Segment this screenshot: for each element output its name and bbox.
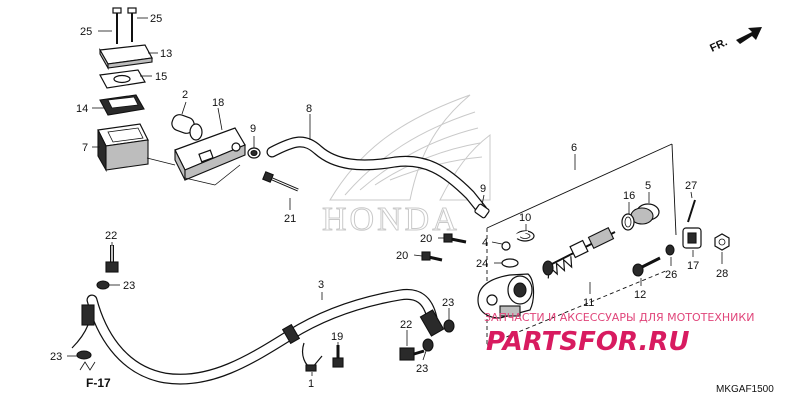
callout-26: 26	[665, 269, 677, 281]
joint-2	[171, 114, 203, 141]
nut-28	[714, 233, 730, 251]
o-ring-24	[501, 258, 519, 268]
callout-22-left: 22	[105, 230, 117, 242]
callout-7: 7	[82, 142, 88, 154]
bolt-22-right	[399, 347, 425, 361]
callout-8: 8	[306, 103, 312, 115]
reservoir-hose-8	[266, 136, 488, 216]
callout-5: 5	[645, 180, 651, 192]
callout-1: 1	[308, 378, 314, 390]
bracket-18	[174, 127, 246, 181]
snap-ring-16	[621, 213, 635, 231]
callout-20-lower: 20	[396, 250, 408, 262]
callout-23-upper-right: 23	[442, 297, 454, 309]
callout-24: 24	[476, 258, 488, 270]
cotter-pin-27	[687, 199, 696, 223]
bolt-20-lower	[421, 251, 443, 262]
callout-19: 19	[331, 331, 343, 343]
callout-9-lower: 9	[480, 183, 486, 195]
callout-6: 6	[571, 142, 577, 154]
callout-12: 12	[634, 289, 646, 301]
master-cylinder-body	[477, 273, 535, 319]
figure-reference-f17: F-17	[79, 361, 111, 390]
callout-labels: 25 25 13 15 14 2 18 7 9 8 21 9 6 5 16 10…	[50, 13, 728, 390]
honda-brand-text: HONDA	[322, 201, 460, 238]
bolt-12	[632, 256, 661, 277]
hose-clamp-1	[301, 342, 323, 372]
washer-23-lower-right	[422, 338, 434, 352]
bolt-19	[332, 345, 344, 368]
hose-clip-9-lower	[474, 203, 490, 219]
callout-11: 11	[583, 297, 594, 309]
leader-lines	[67, 17, 723, 376]
figure-reference-label: F-17	[86, 376, 111, 390]
piston-boot-5	[630, 203, 660, 225]
callout-14: 14	[76, 103, 88, 115]
callout-21: 21	[284, 213, 296, 225]
callout-23-lower-right: 23	[416, 363, 428, 375]
reservoir-cap-13	[99, 44, 153, 71]
diaphragm-plate-15	[99, 69, 146, 89]
callout-23-lower-left: 23	[50, 351, 62, 363]
callout-13: 13	[160, 48, 172, 60]
washer-23-upper-left	[96, 280, 110, 290]
front-direction-label: FR.	[708, 36, 729, 54]
hose-connector-4	[501, 231, 529, 251]
callout-25-left: 25	[80, 26, 92, 38]
washer-23-lower-left	[76, 350, 92, 360]
seller-watermark: ЗАПЧАСТИ И АКСЕССУАРЫ ДЛЯ МОТОТЕХНИКИ PA…	[484, 311, 754, 357]
callout-2: 2	[182, 89, 188, 101]
callout-27: 27	[685, 180, 697, 192]
bolt-22-left	[105, 245, 119, 273]
clevis-17	[682, 227, 702, 249]
screw-25-right	[127, 7, 137, 42]
washer-23-upper-right	[443, 319, 455, 333]
honda-wing-watermark: HONDA	[322, 94, 491, 239]
callout-28: 28	[716, 268, 728, 280]
seller-logo: PARTSFOR.RU	[486, 327, 689, 357]
diaphragm-14	[99, 94, 145, 116]
brake-hose-3	[71, 288, 445, 385]
callout-18: 18	[212, 97, 224, 109]
callout-16: 16	[623, 190, 635, 202]
callout-10: 10	[519, 212, 531, 224]
front-direction-arrow: FR.	[708, 27, 762, 55]
callout-15: 15	[155, 71, 167, 83]
callout-25-right: 25	[150, 13, 162, 25]
hose-clip-9-upper	[247, 147, 261, 159]
screw-25-left	[112, 7, 122, 44]
piston-set-11	[542, 227, 616, 279]
diagram-reference-code: MKGAF1500	[716, 384, 774, 395]
callout-9-upper: 9	[250, 123, 256, 135]
callout-22-right: 22	[400, 319, 412, 331]
callout-3: 3	[318, 279, 324, 291]
seller-tagline: ЗАПЧАСТИ И АКСЕССУАРЫ ДЛЯ МОТОТЕХНИКИ	[484, 311, 754, 324]
callout-23-upper-left: 23	[123, 280, 135, 292]
bolt-21	[262, 171, 299, 192]
washer-26	[665, 244, 675, 256]
callout-17: 17	[687, 260, 699, 272]
callout-4: 4	[482, 237, 488, 249]
callout-20-upper: 20	[420, 233, 432, 245]
reservoir-7	[97, 123, 149, 173]
